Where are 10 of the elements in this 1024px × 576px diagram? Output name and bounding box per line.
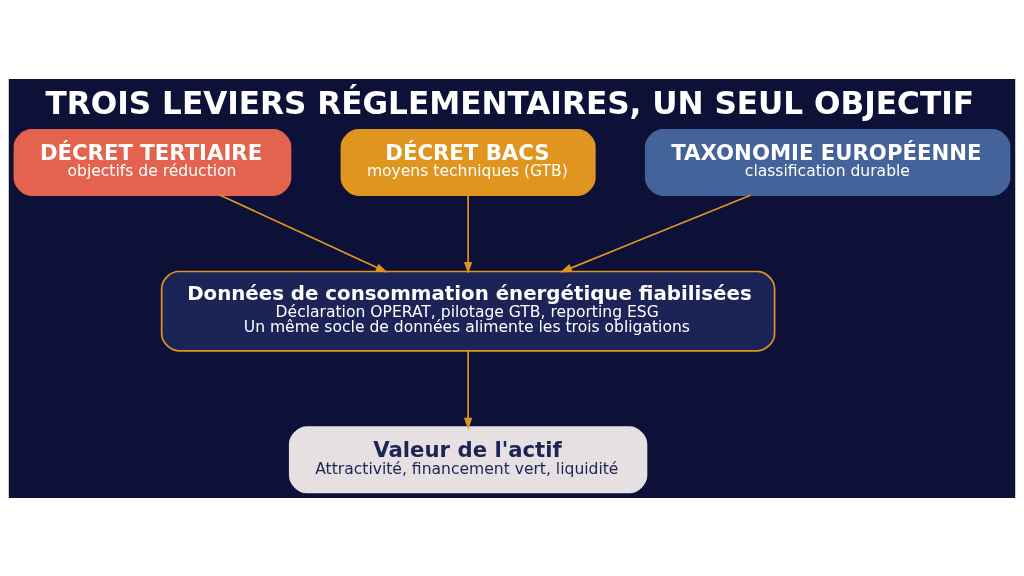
node-box: DÉCRET BACS moyens techniques (GTB) [340,128,596,196]
arrow [463,349,473,430]
node-box: DÉCRET TERTIAIRE objectifs de réduction [13,128,292,196]
node-box: Données de consommation énergétique fiabilisées Déclaration OPERAT, pilotage GTB, reporting ESG Un même socle de données alimente les trois obligations [160,270,776,352]
arrow [560,193,752,272]
node-box: TAXONOMIE EUROPÉENNE classification durable [644,128,1011,196]
node-box: Valeur de l'actif Attractivité, financement vert, liquidité [288,425,648,493]
diagram-title: TROIS LEVIERS RÉGLEMENTAIRES, UN SEUL OBJECTIF [45,84,974,121]
arrow [463,193,473,274]
arrow [219,193,388,273]
